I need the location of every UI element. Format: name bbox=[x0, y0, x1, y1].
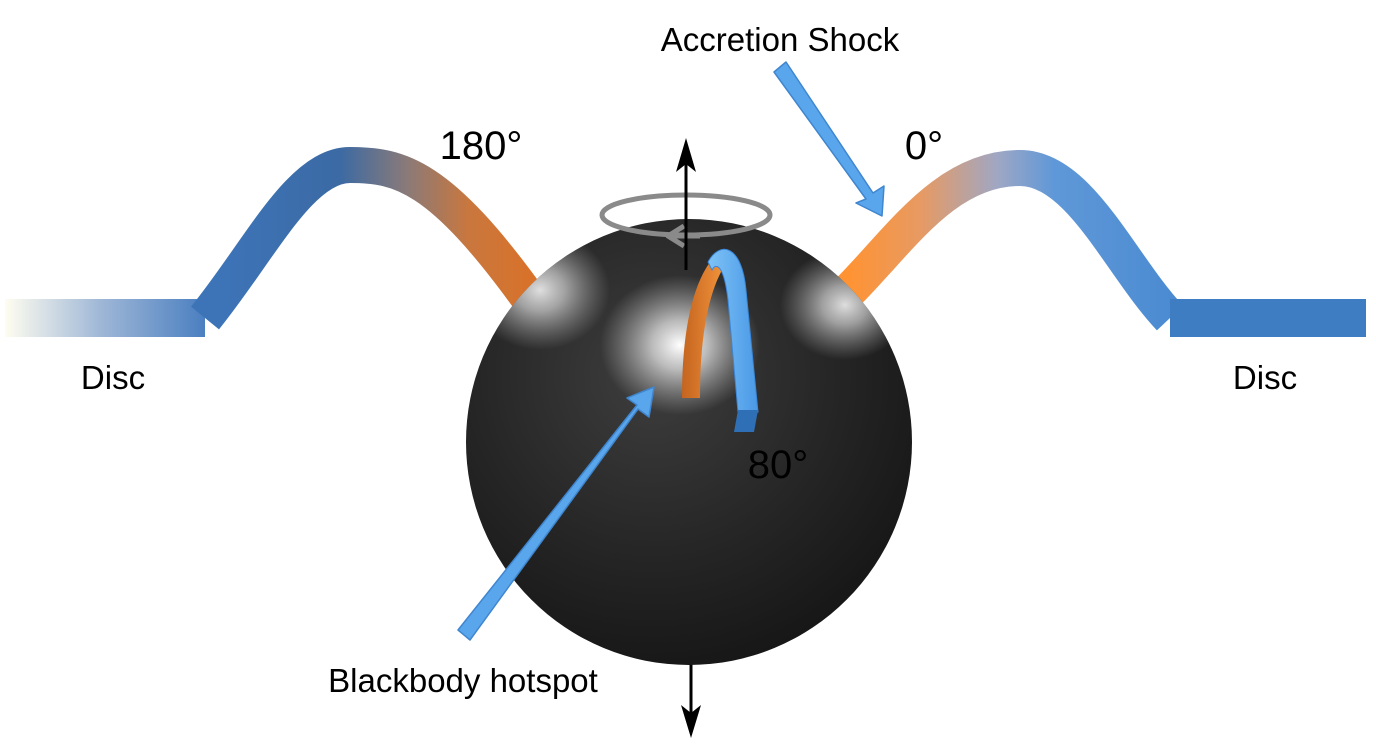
rotation-axis-upper-arrow bbox=[676, 138, 696, 270]
accretion-shock-label: Accretion Shock bbox=[661, 21, 900, 58]
central-star bbox=[466, 219, 912, 665]
angle-180-label: 180° bbox=[440, 124, 523, 168]
right-accretion-stream bbox=[835, 150, 1184, 331]
angle-80-label: 80° bbox=[748, 443, 809, 487]
pole-column-orange bbox=[682, 262, 722, 398]
right-disc-label: Disc bbox=[1233, 359, 1297, 396]
pole-column-blue bbox=[707, 248, 759, 413]
left-accretion-stream bbox=[191, 147, 545, 330]
accretion-shock-pointer-arrow bbox=[773, 61, 885, 217]
pole-column-blue-base bbox=[734, 410, 758, 432]
rotation-axis-lower-arrow bbox=[681, 660, 701, 738]
blackbody-hotspot-pointer-arrow bbox=[457, 386, 655, 641]
blackbody-hotspot-label: Blackbody hotspot bbox=[328, 662, 598, 699]
angle-0-label: 0° bbox=[905, 124, 943, 168]
hotspot-glow bbox=[600, 275, 760, 415]
left-disc-label: Disc bbox=[81, 359, 145, 396]
